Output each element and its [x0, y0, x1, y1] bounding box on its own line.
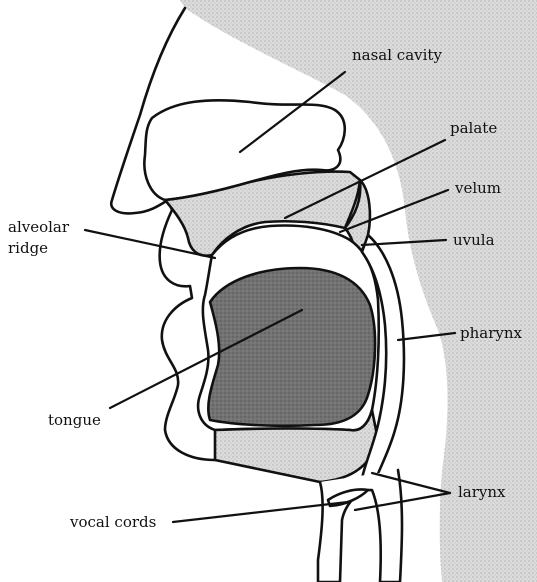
label-velum: velum: [454, 179, 501, 197]
label-ridge: ridge: [8, 239, 48, 257]
label-pharynx: pharynx: [460, 324, 523, 342]
larynx-tube: [318, 470, 402, 582]
tongue-shape: [208, 268, 375, 426]
label-larynx: larynx: [458, 483, 506, 501]
label-vocal-cords: vocal cords: [69, 513, 156, 531]
label-palate: palate: [450, 119, 497, 137]
label-alveolar: alveolar: [8, 218, 70, 236]
label-tongue: tongue: [48, 411, 101, 429]
label-nasal-cavity: nasal cavity: [352, 46, 442, 64]
label-uvula: uvula: [453, 231, 495, 249]
